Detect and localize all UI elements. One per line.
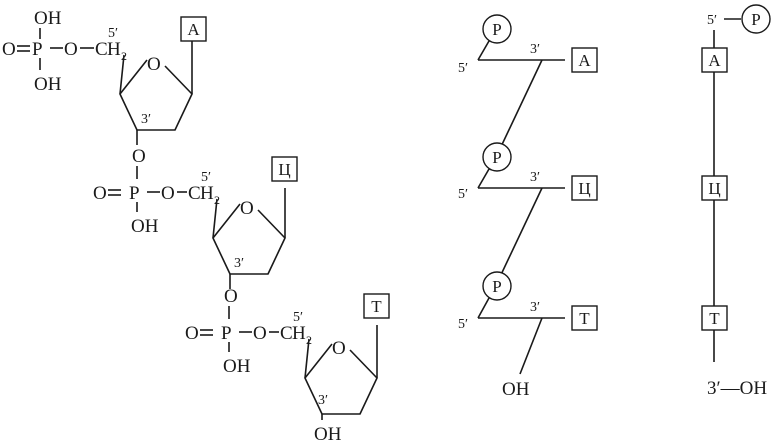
oh-label: OH <box>34 74 62 95</box>
base-box-a <box>180 16 207 42</box>
three-prime-label: 3′ <box>318 393 328 408</box>
bridge-oxygen-label: O <box>224 286 238 307</box>
base-box-a <box>701 47 728 73</box>
three-prime-label: 3′ <box>234 256 244 271</box>
ester-oxygen-label: O <box>161 183 175 204</box>
phosphate-circle <box>482 142 512 172</box>
base-box-ts <box>701 175 728 201</box>
phosphorus-label: P <box>129 183 140 204</box>
base-box-ts <box>271 156 298 182</box>
nucleotide-2-structure: O O P OH O 5′ C H 2 O 3′ Ц <box>93 146 298 289</box>
base-label-t: Т <box>371 297 382 316</box>
ring-oxygen-label: O <box>147 54 161 75</box>
phosphorus-label: P <box>32 39 43 60</box>
carbon-label: C <box>95 39 108 60</box>
five-prime-label: 5′ <box>458 187 468 202</box>
phosphate-circle <box>482 14 512 44</box>
five-prime-label: 5′ <box>201 170 211 185</box>
sugar-ring <box>119 59 193 131</box>
base-label-ts: Ц <box>578 179 590 198</box>
base-label-a: А <box>578 51 591 70</box>
base-label-a: А <box>187 20 200 39</box>
bond-line <box>304 338 310 379</box>
three-prime-label: 3′ <box>141 112 151 127</box>
ester-oxygen-label: O <box>253 323 267 344</box>
bond-line <box>119 54 125 95</box>
base-box-t <box>363 293 390 319</box>
three-prime-label: 3′ <box>530 42 540 57</box>
chemical-structure-panel: OH O P OH O 5′ C H 2 O 3′ А <box>2 8 390 445</box>
three-prime-label: 3′ <box>530 300 540 315</box>
five-prime-label: 5′ <box>293 310 303 325</box>
bond-line <box>477 168 490 189</box>
base-label-t: Т <box>579 309 590 328</box>
ester-oxygen-label: O <box>64 39 78 60</box>
base-box-ts <box>571 175 598 201</box>
five-prime-label: 5′ <box>458 61 468 76</box>
backbone-line <box>519 317 543 375</box>
five-prime-label: 5′ <box>707 13 717 28</box>
phosphate-circle <box>482 271 512 301</box>
linear-schematic-panel: 5′ P А Ц Т 3′—OH <box>701 4 771 399</box>
base-label-t: Т <box>709 309 720 328</box>
ring-oxygen-label: O <box>240 198 254 219</box>
base-label-a: А <box>708 51 721 70</box>
nucleotide-3-structure: O O P OH O 5′ C H 2 O 3′ OH Т <box>185 286 390 445</box>
five-prime-label: 5′ <box>108 26 118 41</box>
double-bond-oxygen-label: O <box>2 39 16 60</box>
carbon-label: C <box>188 183 201 204</box>
ring-oxygen-label: O <box>332 338 346 359</box>
carbon-label: C <box>280 323 293 344</box>
bond-line <box>212 198 218 239</box>
three-prime-oh-label: 3′—OH <box>707 378 767 399</box>
bond-line <box>477 297 490 319</box>
sugar-ring <box>212 203 286 275</box>
base-box-a <box>571 47 598 73</box>
hydrogen-label: H <box>107 39 121 60</box>
terminal-oh-label: OH <box>314 424 342 445</box>
sugar-ring <box>304 343 378 415</box>
hydrogen-label: H <box>200 183 214 204</box>
base-box-t <box>701 305 728 331</box>
oh-label: OH <box>34 8 62 29</box>
bridge-oxygen-label: O <box>132 146 146 167</box>
double-bond-oxygen-label: O <box>93 183 107 204</box>
hydrogen-label: H <box>292 323 306 344</box>
oh-label: OH <box>131 216 159 237</box>
phosphate-label: P <box>492 20 501 39</box>
nucleotide-1-structure: OH O P OH O 5′ C H 2 O 3′ А <box>2 8 207 145</box>
phosphorus-label: P <box>221 323 232 344</box>
base-box-t <box>571 305 598 331</box>
base-label-ts: Ц <box>278 160 290 179</box>
oh-label: OH <box>223 356 251 377</box>
double-bond-oxygen-label: O <box>185 323 199 344</box>
phosphate-circle <box>741 4 771 34</box>
five-prime-label: 5′ <box>458 317 468 332</box>
base-label-ts: Ц <box>708 179 720 198</box>
terminal-oh-label: OH <box>502 379 530 400</box>
phosphate-label: P <box>751 10 760 29</box>
phosphate-label: P <box>492 277 501 296</box>
three-prime-label: 3′ <box>530 170 540 185</box>
bond-line <box>477 40 490 61</box>
zigzag-schematic-panel: P 5′ 3′ А P 5′ 3′ Ц P 5′ 3′ OH Т <box>458 14 598 400</box>
phosphate-label: P <box>492 148 501 167</box>
